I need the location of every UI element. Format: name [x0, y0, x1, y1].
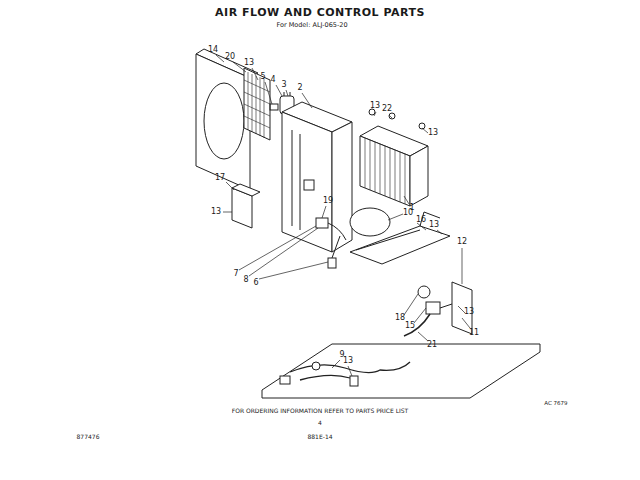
base-tray: [262, 344, 540, 398]
callout-number: 10: [403, 209, 413, 217]
callout-number: 18: [395, 314, 405, 322]
callout-number: 3: [281, 81, 286, 89]
callout-number: 20: [225, 53, 235, 61]
callout-number: 4: [270, 76, 275, 84]
bracket: [232, 184, 260, 228]
callout-number: 15: [405, 322, 415, 330]
callout-number: 21: [427, 341, 437, 349]
callout-number: 13: [464, 308, 474, 316]
callout-number: 22: [382, 105, 392, 113]
callout-number: 13: [370, 102, 380, 110]
callout-number: 16: [416, 216, 426, 224]
evaporator-coil: [360, 109, 428, 206]
print-code: 881E-14: [307, 434, 332, 440]
grille: [244, 68, 270, 140]
callout-number: 14: [208, 46, 218, 54]
callout-number: 13: [429, 221, 439, 229]
controls: [316, 218, 346, 268]
callout-number: 11: [469, 329, 479, 337]
control-box: [282, 102, 352, 252]
blower-pan: [350, 208, 450, 264]
caption: FOR ORDERING INFORMATION REFER TO PARTS …: [232, 408, 409, 414]
figure-code: AC 7679: [544, 401, 567, 407]
callout-number: 13: [211, 208, 221, 216]
title: AIR FLOW AND CONTROL PARTS: [215, 7, 425, 18]
model-subtitle: For Model: ALJ-065-20: [276, 22, 347, 29]
switch-bracket: [404, 282, 472, 336]
callout-number: 13: [343, 357, 353, 365]
callout-number: 8: [243, 276, 248, 284]
callout-number: 2: [297, 84, 302, 92]
callout-number: 19: [323, 197, 333, 205]
leader-lines: [216, 55, 470, 376]
page-number: 4: [318, 420, 322, 426]
document-number: 877476: [77, 434, 100, 440]
callout-number: 6: [253, 279, 258, 287]
callout-number: 5: [260, 73, 265, 81]
callout-number: 13: [244, 59, 254, 67]
callout-number: 17: [215, 174, 225, 182]
callout-number: 7: [233, 270, 238, 278]
callout-number: 12: [457, 238, 467, 246]
callout-number: 13: [428, 129, 438, 137]
